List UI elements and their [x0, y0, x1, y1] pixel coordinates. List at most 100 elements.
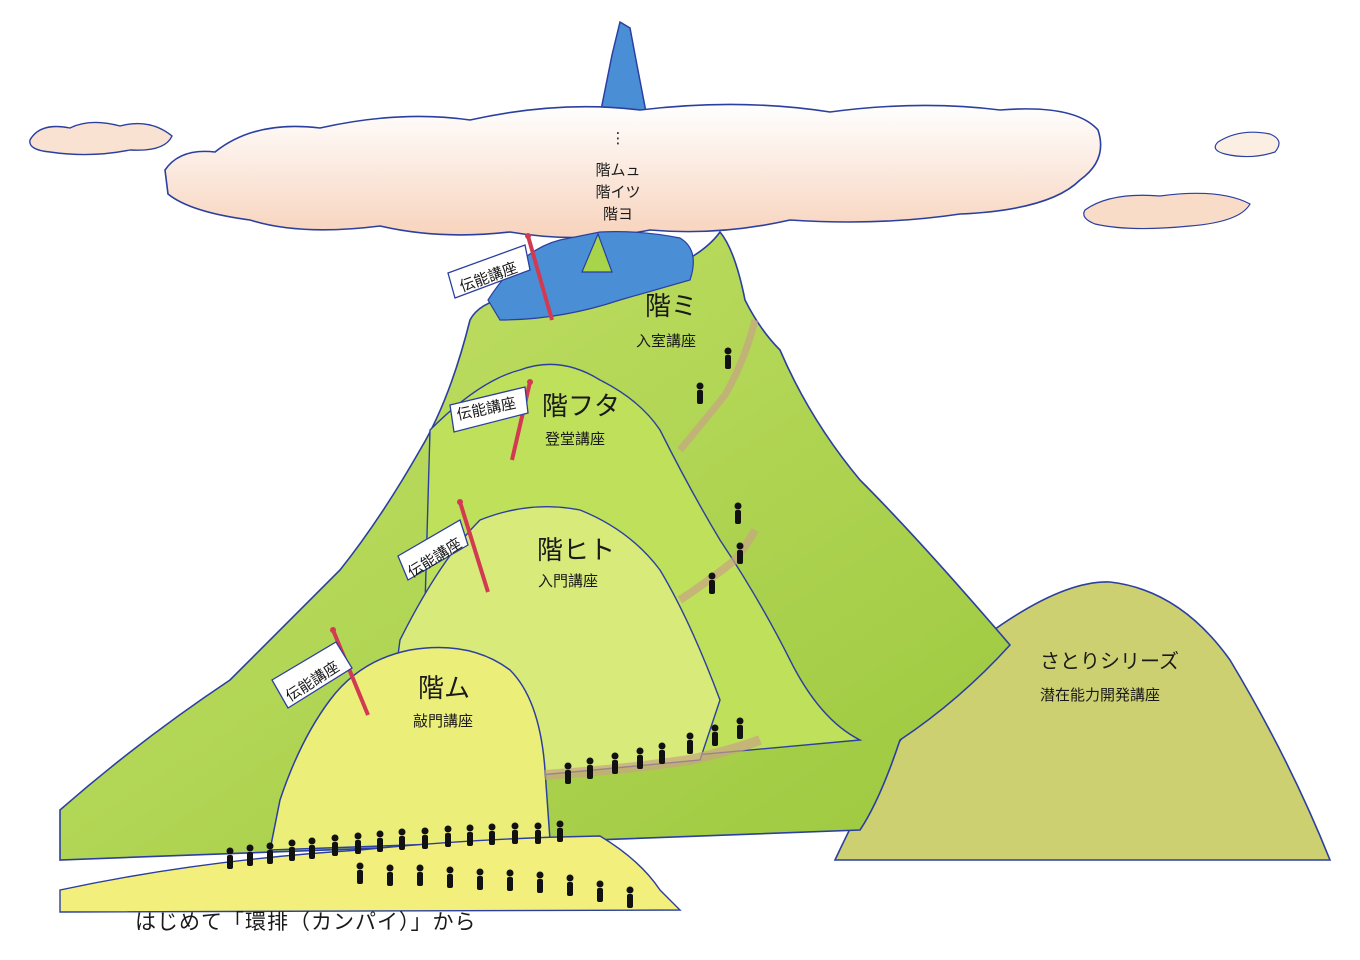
climber-head: [556, 820, 564, 828]
climber-body: [267, 850, 273, 864]
climber-head: [686, 732, 694, 740]
foreground-ground: [59, 835, 682, 913]
climber-head: [536, 871, 544, 879]
climber-body: [537, 879, 543, 893]
climber-head: [636, 747, 644, 755]
climber-body: [289, 847, 295, 861]
climber-body: [737, 725, 743, 739]
climber-head: [696, 382, 704, 390]
climber-head: [421, 827, 429, 835]
climber-head: [386, 864, 394, 872]
climber-head: [534, 822, 542, 830]
climber-body: [712, 732, 718, 746]
tier-mu: [269, 646, 551, 851]
climber-head: [308, 837, 316, 845]
climber-head: [626, 886, 634, 894]
climber-body: [597, 888, 603, 902]
level-futa-course: 登堂講座: [545, 430, 606, 448]
climber-body: [489, 831, 495, 845]
level-futa-title: 階フタ: [542, 392, 621, 422]
climber-body: [735, 510, 741, 524]
climber-body: [387, 872, 393, 886]
climber-crowd: [226, 347, 744, 908]
climber-body: [247, 852, 253, 866]
climber-body: [587, 765, 593, 779]
climber-head: [564, 762, 572, 770]
climber-body: [697, 390, 703, 404]
climber-head: [506, 869, 514, 877]
climber-head: [511, 822, 519, 830]
climber-head: [658, 742, 666, 750]
climber-body: [565, 770, 571, 784]
climber-body: [535, 830, 541, 844]
summit-spire: [599, 20, 647, 116]
climber-body: [417, 872, 423, 886]
climber-body: [477, 876, 483, 890]
climber-body: [355, 840, 361, 854]
climber-head: [444, 825, 452, 833]
climber-head: [724, 347, 732, 355]
climber-body: [659, 750, 665, 764]
climber-body: [557, 828, 563, 842]
climber-head: [736, 717, 744, 725]
satori-course: 潜在能力開発講座: [1040, 686, 1161, 704]
level-mi-course: 入室講座: [636, 332, 697, 350]
climber-head: [356, 862, 364, 870]
level-hito-title: 階ヒト: [537, 536, 616, 566]
level-mu-title: 階ム: [418, 674, 471, 704]
small-cloud-far-right: [1083, 192, 1251, 230]
climber-head: [354, 832, 362, 840]
climber-head: [611, 752, 619, 760]
level-mi-title: 階ミ: [645, 292, 698, 322]
climber-head: [376, 830, 384, 838]
climber-head: [586, 757, 594, 765]
climber-head: [736, 542, 744, 550]
climber-head: [416, 864, 424, 872]
climber-body: [567, 882, 573, 896]
climber-body: [445, 833, 451, 847]
climber-head: [488, 823, 496, 831]
cloud-level-2: 階イツ: [595, 183, 641, 201]
climber-head: [734, 502, 742, 510]
small-cloud-left: [29, 121, 173, 156]
climber-body: [637, 755, 643, 769]
climber-body: [512, 830, 518, 844]
satori-title: さとりシリーズ: [1040, 649, 1179, 673]
climber-body: [612, 760, 618, 774]
trail-upper: [677, 319, 759, 453]
climber-body: [332, 842, 338, 856]
climber-head: [446, 866, 454, 874]
climber-head: [708, 572, 716, 580]
climber-body: [687, 740, 693, 754]
climber-head: [246, 844, 254, 852]
climber-head: [566, 874, 574, 882]
climber-body: [737, 550, 743, 564]
climber-head: [596, 880, 604, 888]
big-cloud: [164, 103, 1102, 239]
climber-head: [331, 834, 339, 842]
climber-body: [227, 855, 233, 869]
climber-head: [288, 839, 296, 847]
climber-body: [422, 835, 428, 849]
climber-head: [711, 724, 719, 732]
climber-head: [466, 824, 474, 832]
cloud-level-3: 階ヨ: [602, 205, 633, 223]
blue-peak: [487, 231, 694, 321]
footer-caption: はじめて「環排（カンパイ）」から: [135, 910, 477, 934]
climber-body: [377, 838, 383, 852]
climber-body: [709, 580, 715, 594]
climber-body: [507, 877, 513, 891]
summit-marker: [581, 232, 613, 273]
climber-body: [399, 836, 405, 850]
climber-body: [309, 845, 315, 859]
trail-middle: [677, 528, 759, 604]
cloud-level-1: 階ムュ: [595, 161, 641, 179]
climber-body: [357, 870, 363, 884]
climber-body: [725, 355, 731, 369]
climber-body: [627, 894, 633, 908]
climber-body: [447, 874, 453, 888]
climber-head: [226, 847, 234, 855]
level-hito-course: 入門講座: [538, 572, 599, 590]
